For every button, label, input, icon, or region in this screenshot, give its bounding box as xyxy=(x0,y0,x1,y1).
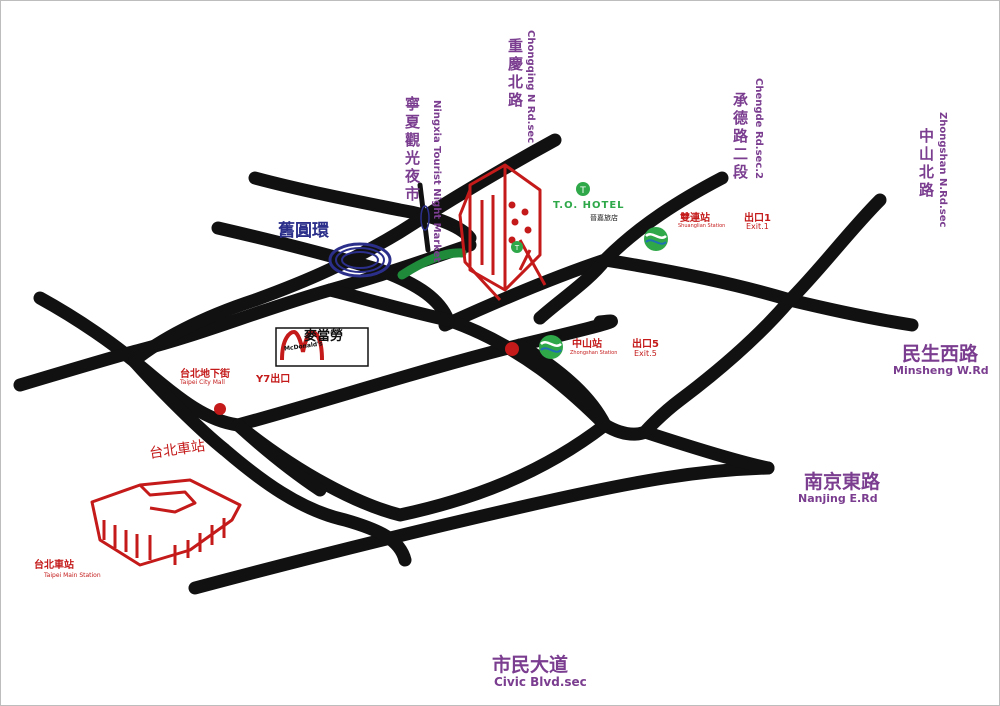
zhongshan-station-en: Zhongshan Station xyxy=(570,350,618,356)
metro-station-icon[interactable] xyxy=(539,335,563,359)
street-zhongshan-zh: 中山北路 xyxy=(917,128,935,200)
park-path xyxy=(397,248,467,280)
ningxia-night-market-street[interactable] xyxy=(417,182,431,253)
hotel-pin-icon: T T xyxy=(511,182,590,253)
street-zhongshan-en: Zhongshan N.Rd.sec xyxy=(937,112,948,228)
road-lower-left[interactable] xyxy=(128,355,412,567)
location-dot-icon[interactable] xyxy=(214,403,226,415)
street-minsheng-zh: 民生西路 xyxy=(902,343,979,365)
road-chongqing[interactable] xyxy=(128,133,562,367)
mall-en: Taipei City Mall xyxy=(180,379,225,386)
street-chengde-zh: 承德路二段 xyxy=(731,92,749,182)
street-ningxia-zh: 寧夏觀光夜市 xyxy=(403,96,421,204)
road-civic-blvd[interactable] xyxy=(188,461,775,595)
road-minsheng[interactable] xyxy=(598,253,919,332)
mall-exit: Y7出口 xyxy=(256,374,291,385)
shuanglian-en: Shuanglian Station xyxy=(678,223,726,229)
road-upper-left[interactable] xyxy=(211,221,455,327)
road-station-diag[interactable] xyxy=(231,418,327,497)
main-station-calligraphy: 台北車站 xyxy=(148,437,206,462)
shuanglian-zh: 雙連站 xyxy=(680,213,710,224)
street-nanjing-zh: 南京東路 xyxy=(804,471,881,493)
street-minsheng-en: Minsheng W.Rd xyxy=(893,364,989,377)
mall-zh: 台北地下街 xyxy=(180,369,230,380)
old-circle-label: 舊圓環 xyxy=(278,221,329,241)
metro-station-icon[interactable] xyxy=(644,227,668,251)
shuanglian-exit-en: Exit.1 xyxy=(746,222,769,231)
hotel-sub: 晉嘉旅店 xyxy=(590,214,618,222)
road-minsheng-west[interactable] xyxy=(438,253,612,332)
main-station-zh: 台北車站 xyxy=(34,560,74,571)
station-building-icon[interactable] xyxy=(90,478,242,567)
main-station-en: Taipei Main Station xyxy=(44,572,101,579)
street-civic-en: Civic Blvd.sec xyxy=(494,675,587,689)
zhongshan-exit-en: Exit.5 xyxy=(634,349,657,358)
road-zhongshan-north[interactable] xyxy=(638,193,887,439)
road-top[interactable] xyxy=(248,171,477,245)
road-chengde[interactable] xyxy=(533,171,729,325)
street-ningxia-en: Ningxia Tourist Night Market xyxy=(431,100,442,263)
mcdonalds-zh: 麥當勞 xyxy=(304,329,344,344)
shuanglian-exit-zh: 出口1 xyxy=(744,213,771,224)
road-center-diag[interactable] xyxy=(323,283,455,327)
street-chengde-en: Chengde Rd.sec.2 xyxy=(753,78,764,180)
location-dot-icon[interactable] xyxy=(505,342,519,356)
street-chongqing-en: Chongqing N Rd.sec xyxy=(525,30,536,144)
svg-text:T: T xyxy=(579,186,586,196)
road-network xyxy=(13,133,919,595)
zhongshan-exit-zh: 出口5 xyxy=(632,339,659,350)
road-nanjing[interactable] xyxy=(231,314,618,432)
street-civic-zh: 市民大道 xyxy=(492,654,569,676)
street-chongqing-zh: 重慶北路 xyxy=(506,38,524,110)
zhongshan-station-zh: 中山站 xyxy=(572,339,602,350)
road-right-lower[interactable] xyxy=(513,338,612,432)
ningxia-marker-icon xyxy=(420,205,430,231)
hotel-building-icon[interactable] xyxy=(458,163,547,302)
road-nanjing-east[interactable] xyxy=(638,425,775,475)
old-circle-icon[interactable] xyxy=(328,242,392,278)
svg-text:T: T xyxy=(514,244,520,252)
mcdonalds-logo-icon[interactable] xyxy=(275,327,369,367)
road-far-left[interactable] xyxy=(13,238,477,392)
street-nanjing-en: Nanjing E.Rd xyxy=(798,492,878,505)
hotel-name[interactable]: T.O. HOTEL xyxy=(553,200,625,211)
